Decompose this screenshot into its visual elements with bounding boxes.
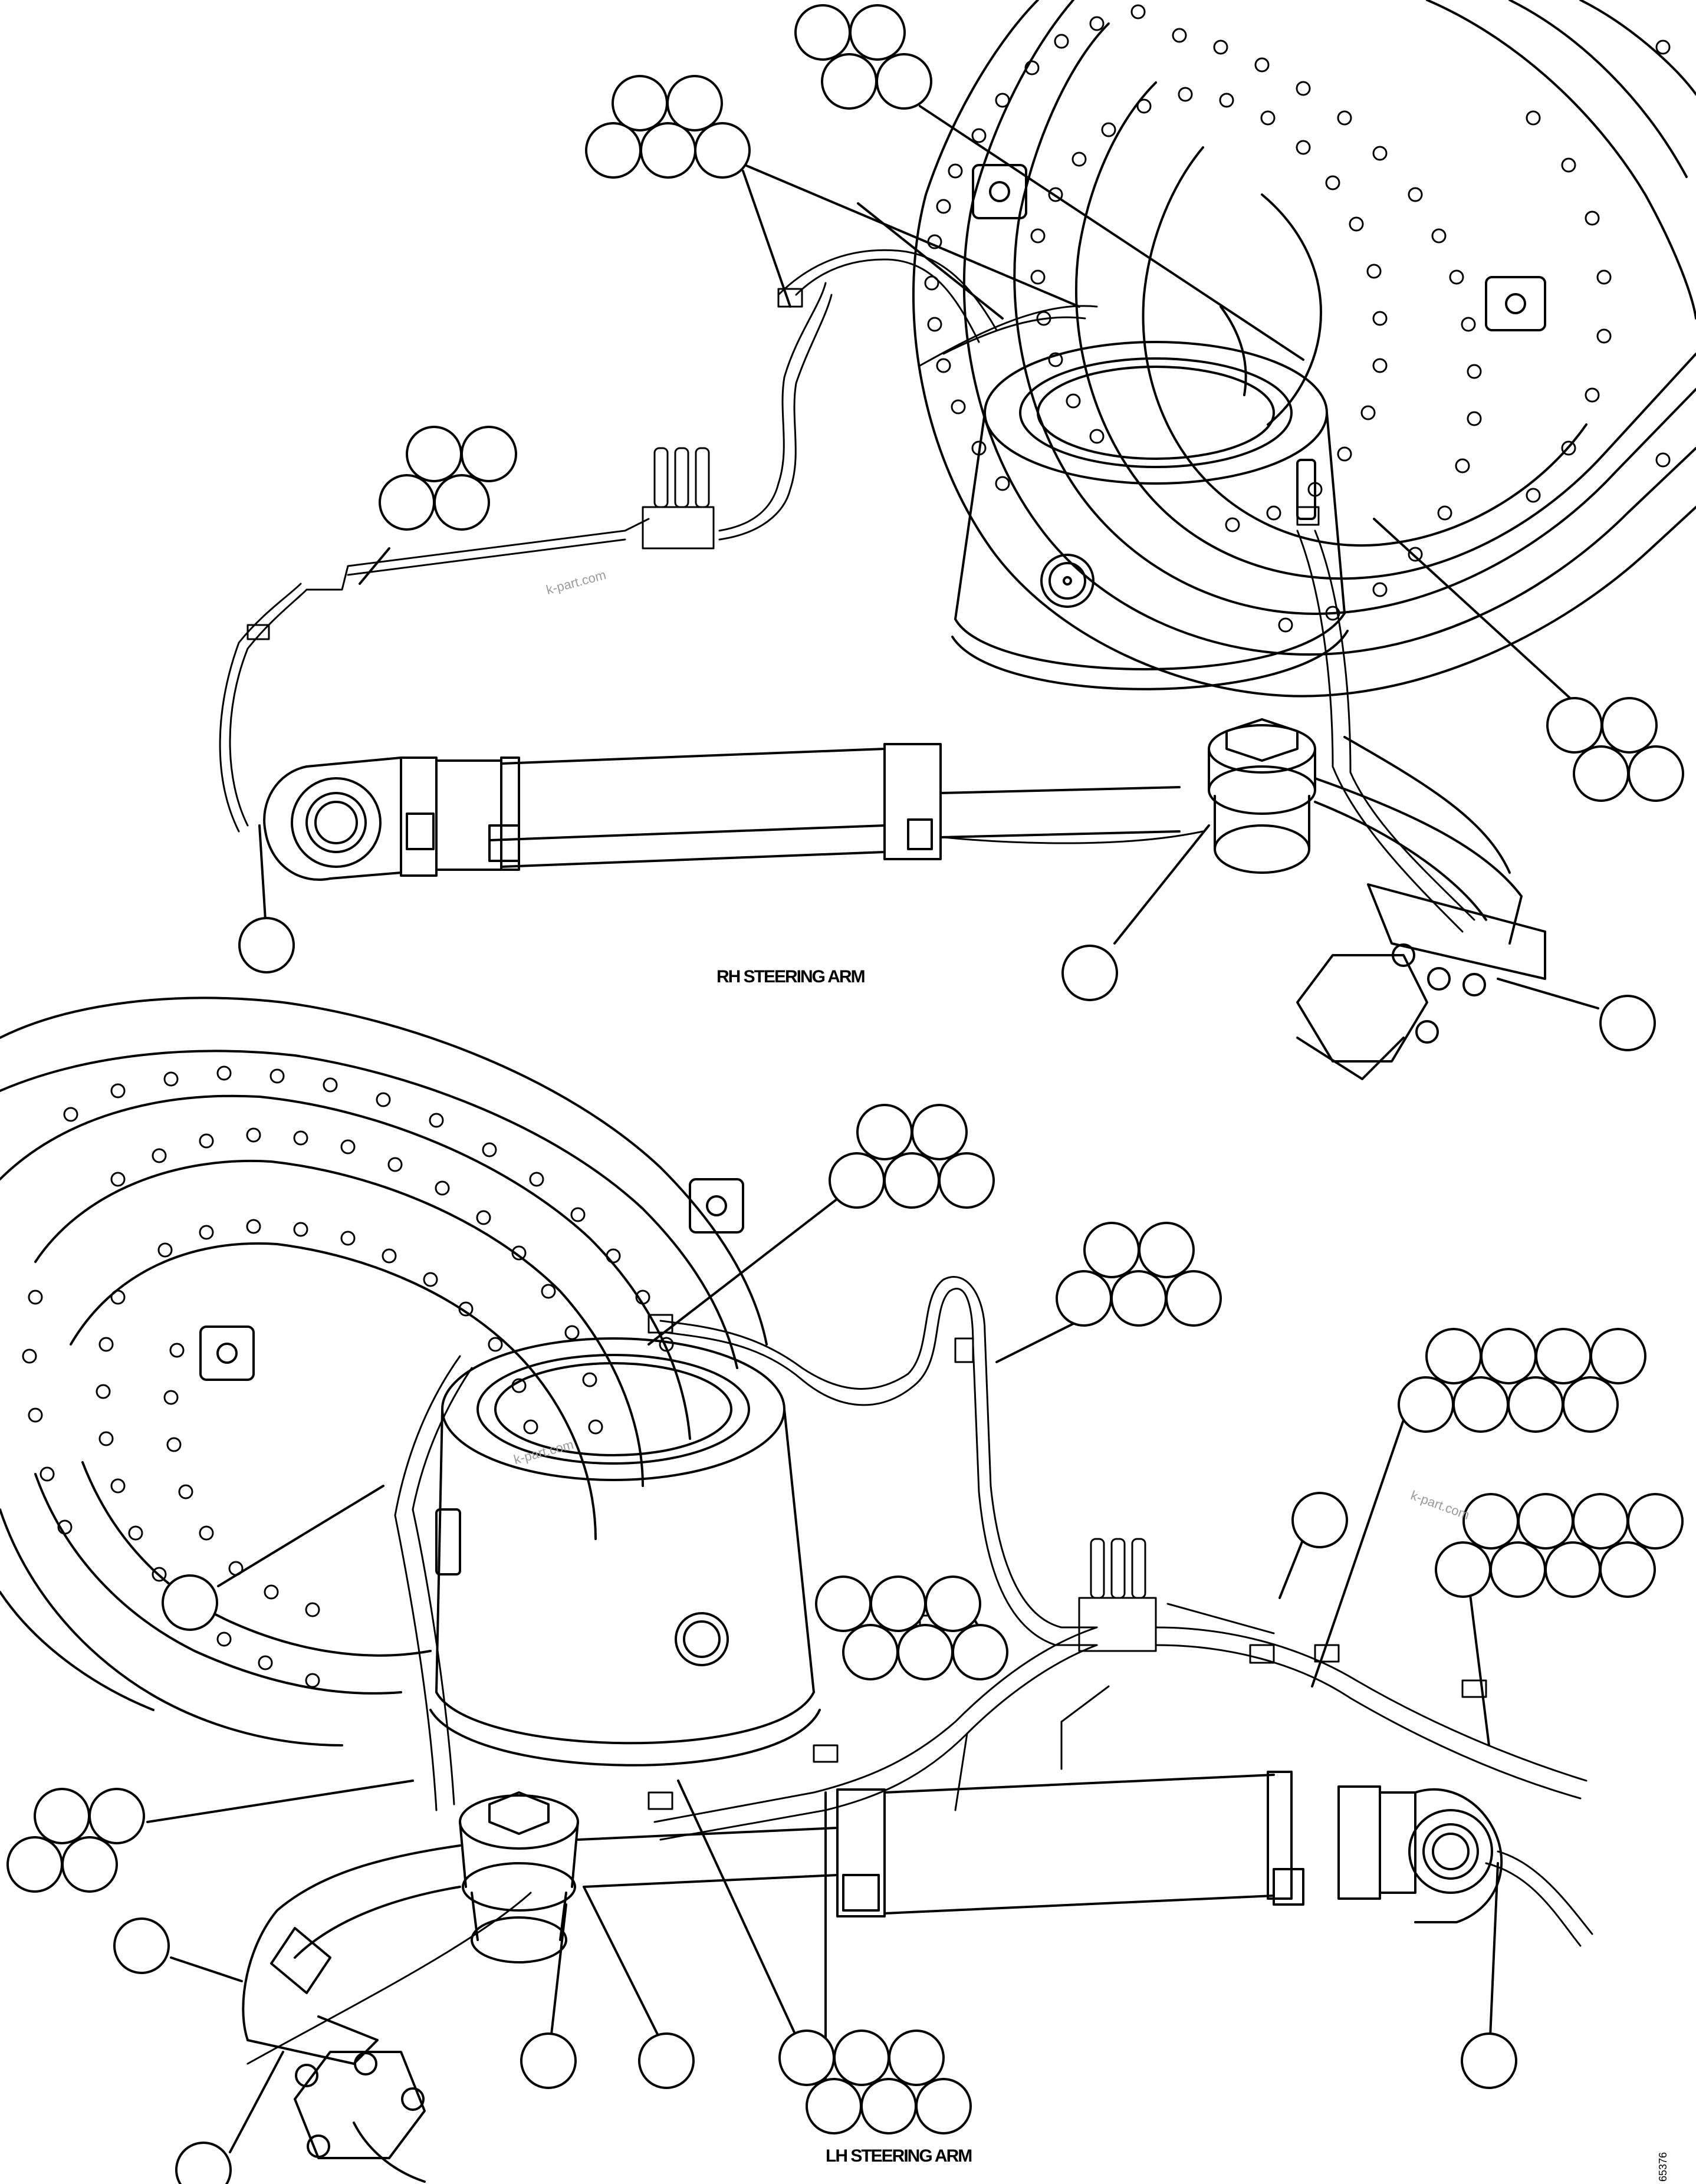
- callout-circle: [952, 1624, 1008, 1680]
- callout-circle: [856, 1104, 913, 1160]
- callout-circle: [666, 75, 723, 131]
- callout-circle: [406, 426, 462, 482]
- callout-circle: [1628, 745, 1684, 802]
- callout-circle: [1517, 1493, 1574, 1550]
- callout-circle: [842, 1624, 899, 1680]
- callout-circle: [1480, 1328, 1537, 1384]
- rh-axle-drum: [951, 341, 1349, 690]
- callout-circle: [897, 1624, 954, 1680]
- callout-circle: [829, 1152, 885, 1209]
- callout-circle: [1535, 1328, 1592, 1384]
- callout-circle: [175, 2142, 232, 2184]
- rh-hydraulic-lines: [219, 249, 1475, 933]
- callout-circle: [1544, 1541, 1601, 1598]
- lh-hydraulic-lines: [246, 1276, 1593, 2065]
- callout-circle: [821, 53, 877, 110]
- callout-circles: [6, 4, 1684, 2184]
- callout-circle: [1165, 1270, 1222, 1327]
- callout-circle: [833, 2030, 890, 2086]
- callout-circle: [238, 917, 295, 973]
- callout-circle: [1425, 1328, 1482, 1384]
- callout-circle: [1590, 1328, 1646, 1384]
- callout-circle: [88, 1788, 145, 1844]
- rh-steering-collar: [1208, 718, 1546, 1080]
- callout-circle: [1562, 1376, 1619, 1433]
- callout-circle: [585, 122, 642, 179]
- callout-circle: [1601, 697, 1658, 754]
- callout-circle: [1398, 1376, 1454, 1433]
- callout-circle: [1572, 1493, 1629, 1550]
- callout-circle: [911, 1104, 968, 1160]
- callout-circle: [520, 2032, 577, 2089]
- lh-axle-drum: [429, 1337, 821, 1767]
- callout-circle: [612, 75, 668, 131]
- callout-circle: [1435, 1541, 1491, 1598]
- callout-circle: [876, 53, 932, 110]
- callout-circle: [849, 4, 906, 61]
- callout-circle: [915, 2078, 972, 2134]
- figure-number: 65376: [1657, 2152, 1669, 2182]
- lh-steering-cylinder: [577, 1771, 1503, 1923]
- callout-circle: [870, 1575, 926, 1632]
- lh-steering-collar: [242, 1791, 579, 2183]
- callout-circle: [815, 1575, 872, 1632]
- rh-steering-arm-assembly: [219, 0, 1696, 1080]
- callout-circle: [888, 2030, 945, 2086]
- callout-circle: [1490, 1541, 1546, 1598]
- callout-circle: [1462, 1493, 1519, 1550]
- callout-circle: [1599, 995, 1656, 1051]
- callout-circle: [1291, 1492, 1348, 1548]
- callout-circle: [61, 1836, 118, 1893]
- callout-circle: [1461, 2032, 1517, 2089]
- callout-circle: [1056, 1270, 1112, 1327]
- lh-wheel-assembly: [0, 996, 768, 1746]
- callout-circle: [794, 4, 851, 61]
- callout-circle: [1627, 1493, 1684, 1550]
- callout-circle: [34, 1788, 90, 1844]
- callout-circle: [1083, 1222, 1140, 1278]
- callout-circle: [1110, 1270, 1167, 1327]
- lh-steering-arm-assembly: [0, 996, 1593, 2183]
- callout-circle: [1061, 945, 1118, 1001]
- lh-steering-arm-caption: LH STEERING ARM: [826, 2146, 972, 2166]
- callout-circle: [778, 2030, 835, 2086]
- callout-circle: [806, 2078, 862, 2134]
- rh-wheel-assembly: [912, 0, 1696, 698]
- callout-circle: [1507, 1376, 1564, 1433]
- callout-circle: [938, 1152, 995, 1209]
- callout-circle: [1599, 1541, 1656, 1598]
- callout-circle: [379, 474, 435, 531]
- callout-circle: [640, 122, 696, 179]
- callout-circle: [1138, 1222, 1195, 1278]
- callout-circle: [860, 2078, 917, 2134]
- callout-circle: [694, 122, 751, 179]
- callout-circle: [638, 2032, 695, 2089]
- callout-circle: [461, 426, 517, 482]
- rh-steering-cylinder: [263, 743, 1181, 881]
- callout-circle: [113, 1917, 170, 1974]
- callout-circle: [162, 1574, 218, 1631]
- callout-circle: [1452, 1376, 1509, 1433]
- callout-circle: [1573, 745, 1629, 802]
- callout-circle: [883, 1152, 940, 1209]
- callout-circle: [925, 1575, 981, 1632]
- rh-steering-arm-caption: RH STEERING ARM: [716, 967, 866, 986]
- callout-circle: [1546, 697, 1603, 754]
- callout-circle: [6, 1836, 63, 1893]
- callout-circle: [433, 474, 490, 531]
